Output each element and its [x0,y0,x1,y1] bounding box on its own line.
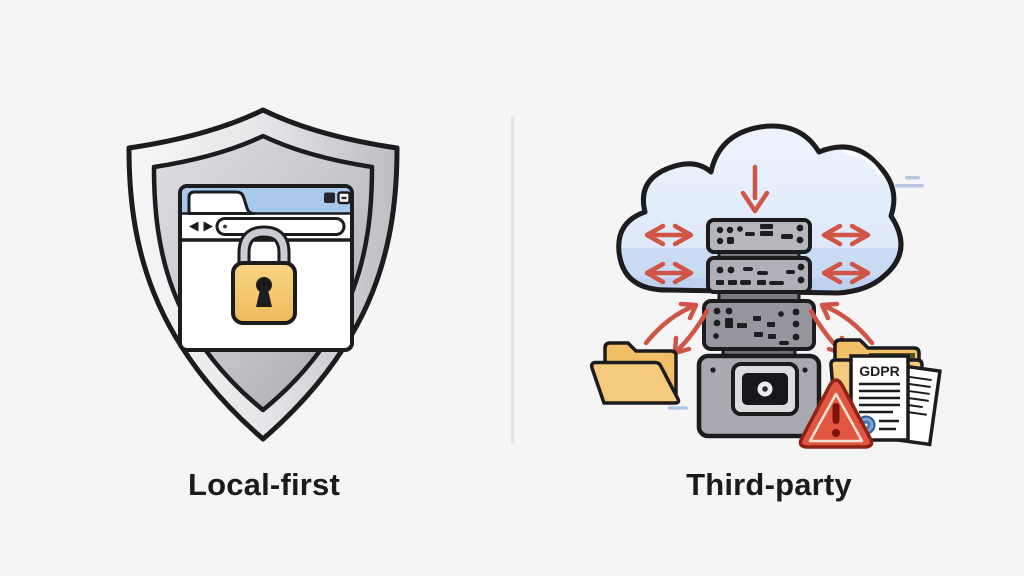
local-first-label: Local-first [187,467,341,502]
browser-window-icon [178,184,354,352]
wind-dashes-icon [895,176,924,188]
gdpr-documents-group: GDPR [829,338,942,447]
local-first-illustration [126,107,400,442]
window-control-icon [324,192,335,203]
server-ports [716,224,804,245]
server-ports [716,263,805,285]
browser-tab [187,190,256,215]
warning-triangle-icon [798,378,874,449]
server-row [706,218,812,254]
folder-icon [589,341,688,410]
sync-arrows-icon [644,223,871,247]
download-arrow-icon [740,164,770,214]
upload-arrow-icon [819,301,875,346]
server-stack-icon [696,218,822,439]
shadow-dash [668,406,688,410]
server-ports [713,307,800,345]
sync-arrows-icon [644,261,871,285]
panel-divider [511,116,514,444]
padlock-icon [231,225,297,325]
back-arrow-icon [189,221,199,232]
gdpr-title: GDPR [859,363,899,379]
third-party-illustration: GDPR [589,123,942,449]
upload-arrow-icon [643,301,699,346]
forward-arrow-icon [203,221,213,232]
third-party-label: Third-party [686,467,852,502]
cloud-icon [616,123,924,296]
